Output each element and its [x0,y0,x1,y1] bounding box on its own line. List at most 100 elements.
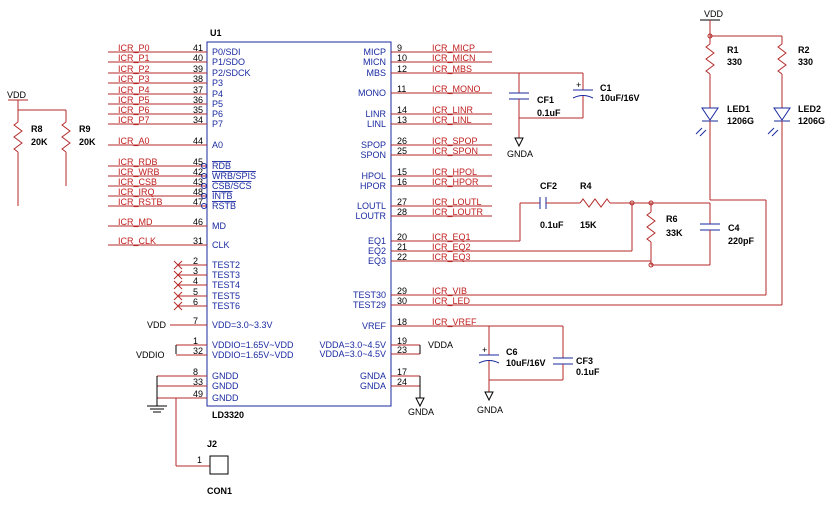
right-pin-10: 10 MICN ICR_MICN [363,53,492,67]
pin-name: VDDIO=1.65V~VDD [212,350,294,360]
pin-number: 22 [397,252,407,262]
led2-value: 1206G [798,116,825,126]
gnda-label-vref: GNDA [477,405,503,415]
pin-number: 49 [193,389,203,399]
pin-name: P2/SDCK [212,68,251,78]
led2-diode [773,107,791,121]
net-label: ICR_A0 [118,136,150,146]
c6-ref: C6 [506,347,518,357]
pin-name: MICP [364,47,387,57]
pin-name: MICN [363,57,386,67]
net-label: ICR_MONO [432,84,481,94]
chip-body [206,41,392,407]
net-label: ICR_P1 [118,53,150,63]
r9-ref: R9 [79,124,91,134]
active-low-bubble [201,183,207,189]
pin-number: 42 [193,167,203,177]
r4-resistor [579,198,611,208]
pin-number: 2 [193,256,198,266]
net-label: ICR_EQ1 [432,232,471,242]
pin-number: 10 [397,53,407,63]
svg-text:+: + [482,345,487,355]
pin-number: 47 [193,197,203,207]
pin-name: RSTB [212,201,236,211]
r1-value: 330 [727,57,742,67]
net-label: ICR_MICN [432,53,476,63]
pin-name: MBS [366,68,386,78]
pin-number: 35 [193,105,203,115]
gnda-ground-chip [415,397,425,408]
pin-number: 14 [397,105,407,115]
pin-number: 21 [397,242,407,252]
pin-number: 18 [397,317,407,327]
net-label: ICR_P3 [118,74,150,84]
gnda-label-mbs: GNDA [507,149,533,159]
net-label: ICR_SPOP [432,136,478,146]
pin-name: CSB/SCS [212,181,252,191]
r1-ref: R1 [727,45,739,55]
c1-value: 10uF/16V [600,93,640,103]
net-label: VDD [147,320,167,330]
vdd-label-led: VDD [704,9,724,19]
pin-name: P0/SDI [212,47,241,57]
net-label: ICR_P0 [118,43,150,53]
net-label: ICR_WRB [118,167,160,177]
active-low-bubble [201,193,207,199]
pin-number: 7 [193,316,198,326]
c1-plate-bottom [572,95,594,99]
pin-name: EQ1 [368,236,386,246]
pin-number: 26 [397,136,407,146]
r4-value: 15K [580,220,597,230]
led1-value: 1206G [727,116,754,126]
pin-number: 40 [193,53,203,63]
pin-name: RDB [212,161,231,171]
net-label: ICR_EQ3 [432,252,471,262]
pin-number: 48 [193,187,203,197]
svg-text:+: + [576,80,581,90]
pin-number: 9 [397,43,402,53]
j2-connector: 1 J2 CON1 [197,439,232,496]
pin-name: LOUTR [355,211,386,221]
pin-name: P3 [212,78,223,88]
r8-resistor [13,121,23,153]
r4-ref: R4 [580,181,592,191]
pin-name: GNDD [212,371,239,381]
active-low-bubble [201,173,207,179]
pullup-network: VDD R8 20K R9 20K [7,90,96,206]
cf1-ref: CF1 [537,95,554,105]
pin-number: 19 [397,336,407,346]
pin-name: VDDA=3.0~4.5V [319,349,386,359]
pin-name: P4 [212,89,223,99]
pin-name: TEST2 [212,260,240,270]
pin-number: 34 [193,115,203,125]
r2-ref: R2 [798,45,810,55]
pin-name: VREF [362,321,387,331]
pin-name: VDDA=3.0~4.5V [319,340,386,350]
net-label: ICR_P4 [118,85,150,95]
c6-value: 10uF/16V [506,358,546,368]
j2-value: CON1 [207,486,232,496]
pin-name: HPOL [361,171,386,181]
net-label: ICR_LOUTL [432,197,482,207]
c6-plate-bottom [478,360,500,364]
net-label: ICR_SPON [432,146,478,156]
r6-ref: R6 [666,214,678,224]
pin-number: 13 [397,115,407,125]
r2-value: 330 [798,57,813,67]
pin-number: 33 [193,377,203,387]
pin-number: 39 [193,64,203,74]
pin-number: 6 [193,297,198,307]
